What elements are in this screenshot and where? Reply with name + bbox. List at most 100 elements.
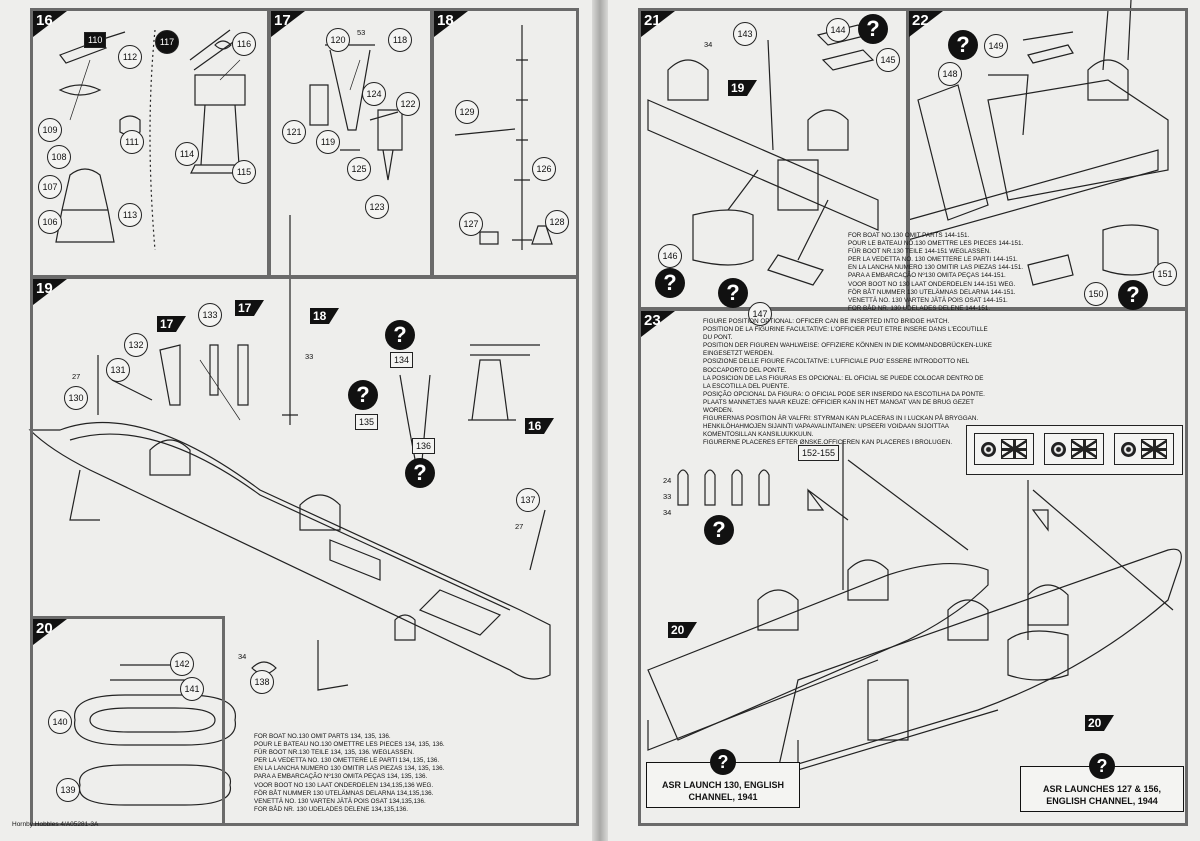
step-18-panel <box>431 8 579 278</box>
part-130: 130 <box>64 386 88 410</box>
part-27: 27 <box>72 372 81 381</box>
note-line: PLAATS MANNETJES NAAR KEUZE: OFFICIER KA… <box>703 398 974 406</box>
note-line: WORDEN. <box>703 407 734 415</box>
step-20-panel <box>30 616 225 826</box>
note-line: POSITION DER FIGUREN WAHLWEISE: OFFIZIER… <box>703 342 992 350</box>
step-number: 17 <box>274 12 291 29</box>
note-line: POSIÇÃO OPCIONAL DA FIGURA: O OFICIAL PO… <box>703 390 985 398</box>
part-112: 112 <box>118 45 142 69</box>
note-line: FIGURERNE PLACERES EFTER ØNSKE.OFFICEREN… <box>703 439 953 447</box>
part-144: 144 <box>826 18 850 42</box>
part-123: 123 <box>365 195 389 219</box>
part-114: 114 <box>175 142 199 166</box>
note-line: FOR BÅD NR. 130 UDELADES DELENE 134,135,… <box>254 805 408 813</box>
roundel-flag-marking <box>1114 433 1174 465</box>
question-icon: ? <box>948 30 978 60</box>
note-line: POUR LE BATEAU NO.130 OMETTRE LES PIECES… <box>848 240 1024 248</box>
step-ref-18: 18 <box>310 308 340 324</box>
part-148: 148 <box>938 62 962 86</box>
note-line: PARA A EMBARCAÇÃO Nº130 OMITA PEÇAS 144-… <box>848 272 1006 280</box>
roundel-flag-marking <box>1044 433 1104 465</box>
note-line: FÖR BÅT NUMMER 130 UTELÄMNAS DELARNA 144… <box>848 288 1016 296</box>
question-icon: ? <box>405 458 435 488</box>
note-line: EINGESETZT WERDEN. <box>703 350 774 358</box>
step-16-marker: 16 <box>33 11 67 37</box>
part-24: 24 <box>663 476 672 485</box>
note-line: KOMENTOSILLAN KANSILUUKKUUN. <box>703 431 814 439</box>
question-icon: ? <box>1118 280 1148 310</box>
part-115: 115 <box>232 160 256 184</box>
question-icon: ? <box>1089 753 1115 779</box>
note-line: FOR BOAT NO.130 OMIT PARTS 134, 135, 136… <box>254 733 391 740</box>
part-118: 118 <box>388 28 412 52</box>
book-gutter <box>592 0 608 841</box>
part-149: 149 <box>984 34 1008 58</box>
right-line-art <box>647 0 1182 771</box>
part-126: 126 <box>532 157 556 181</box>
footer-code: Hornby Hobbles 4/A05281-3A <box>12 821 99 828</box>
part-107: 107 <box>38 175 62 199</box>
part-147: 147 <box>748 302 772 326</box>
omit-parts-note-144-151: FOR BOAT NO.130 OMIT PARTS 144-151. POUR… <box>848 232 1023 313</box>
step-ref-20: 20 <box>668 622 698 638</box>
note-line: FÜR BOOT NR.130 TEILE 134, 135, 136. WEG… <box>254 749 415 757</box>
caption-asr-launches-127-156: ? ASR LAUNCHES 127 & 156, ENGLISH CHANNE… <box>1020 753 1184 812</box>
part-131: 131 <box>106 358 130 382</box>
part-135: 135 <box>355 414 379 430</box>
step-21-marker: 21 <box>641 11 675 37</box>
note-line: VOOR BOOT NO 130 LAAT ONDERDELEN 144-151… <box>848 280 1016 288</box>
part-120: 120 <box>326 28 350 52</box>
step-23-panel <box>638 308 1188 826</box>
step-19-panel <box>30 276 579 826</box>
note-line: PER LA VEDETTA NO. 130 OMETTERE LE PARTI… <box>848 256 1018 264</box>
step-18-marker: 18 <box>434 11 468 37</box>
note-line: FOR BÅD NR. 130 UDELADES DELENE 144-151. <box>848 304 991 312</box>
part-134: 134 <box>390 352 414 368</box>
question-icon: ? <box>655 268 685 298</box>
part-117: 117 <box>155 30 179 54</box>
note-line: VENETTÄ NO. 130 VARTEN JÄTÄ POIS OSAT 13… <box>254 797 426 805</box>
question-icon: ? <box>710 749 736 775</box>
part-145: 145 <box>876 48 900 72</box>
step-19-marker: 19 <box>33 279 67 305</box>
step-ref-19: 19 <box>728 80 758 96</box>
note-line: POSIZIONE DELLE FIGURE FACOLTATIVE: L'UF… <box>703 358 970 366</box>
part-128: 128 <box>545 210 569 234</box>
part-133: 133 <box>198 303 222 327</box>
part-127: 127 <box>459 212 483 236</box>
part-121: 121 <box>282 120 306 144</box>
note-line: FOR BOAT NO.130 OMIT PARTS 144-151. <box>848 232 970 239</box>
part-116: 116 <box>232 32 256 56</box>
part-146: 146 <box>658 244 682 268</box>
note-line: LA ESCOTILLA DEL PUENTE. <box>703 382 790 390</box>
figure-position-note: FIGURE POSITION OPTIONAL: OFFICER CAN BE… <box>703 318 992 448</box>
step-number: 20 <box>36 620 53 637</box>
note-line: EN LA LANCHA NUMERO 130 OMITIR LAS PIEZA… <box>254 765 445 773</box>
part-113: 113 <box>118 203 142 227</box>
note-line: POUR LE BATEAU NO.130 OMETTRE LES PIECES… <box>254 741 445 749</box>
note-line: POSITION DE LA FIGURINE FACULTATIVE: L'O… <box>703 326 988 334</box>
note-line: DU PONT. <box>703 334 733 342</box>
note-line: FIGURERNAS POSITION ÄR VALFRI: STYRMAN K… <box>703 415 979 423</box>
part-142: 142 <box>170 652 194 676</box>
part-27: 27 <box>515 522 524 531</box>
note-line: FIGURE POSITION OPTIONAL: OFFICER CAN BE… <box>703 318 950 325</box>
note-line: HENKILÖHAHMOJEN SIJAINTI VAPAAVALINTAINE… <box>703 423 949 431</box>
part-141: 141 <box>180 677 204 701</box>
step-23-marker: 23 <box>641 311 675 337</box>
step-number: 22 <box>912 12 929 29</box>
part-110: 110 <box>84 32 107 48</box>
part-150: 150 <box>1084 282 1108 306</box>
caption-text: ASR LAUNCH 130, ENGLISH CHANNEL, 1941 <box>661 780 785 802</box>
note-line: FÜR BOOT NR.130 TEILE 144-151 WEGLASSEN. <box>848 248 991 256</box>
part-108: 108 <box>47 145 71 169</box>
part-124: 124 <box>362 82 386 106</box>
part-111: 111 <box>120 130 144 154</box>
part-143: 143 <box>733 22 757 46</box>
right-instruction-page: 21 22 23 19 20 20 143 34 144 145 149 148… <box>608 0 1200 841</box>
part-132: 132 <box>124 333 148 357</box>
step-22-marker: 22 <box>909 11 943 37</box>
note-line: EN LA LANCHA NUMERO 130 OMITIR LAS PIEZA… <box>848 264 1023 272</box>
step-17-marker: 17 <box>271 11 305 37</box>
left-instruction-page: 16 17 18 19 20 17 17 18 16 110 112 117 1… <box>0 0 592 841</box>
